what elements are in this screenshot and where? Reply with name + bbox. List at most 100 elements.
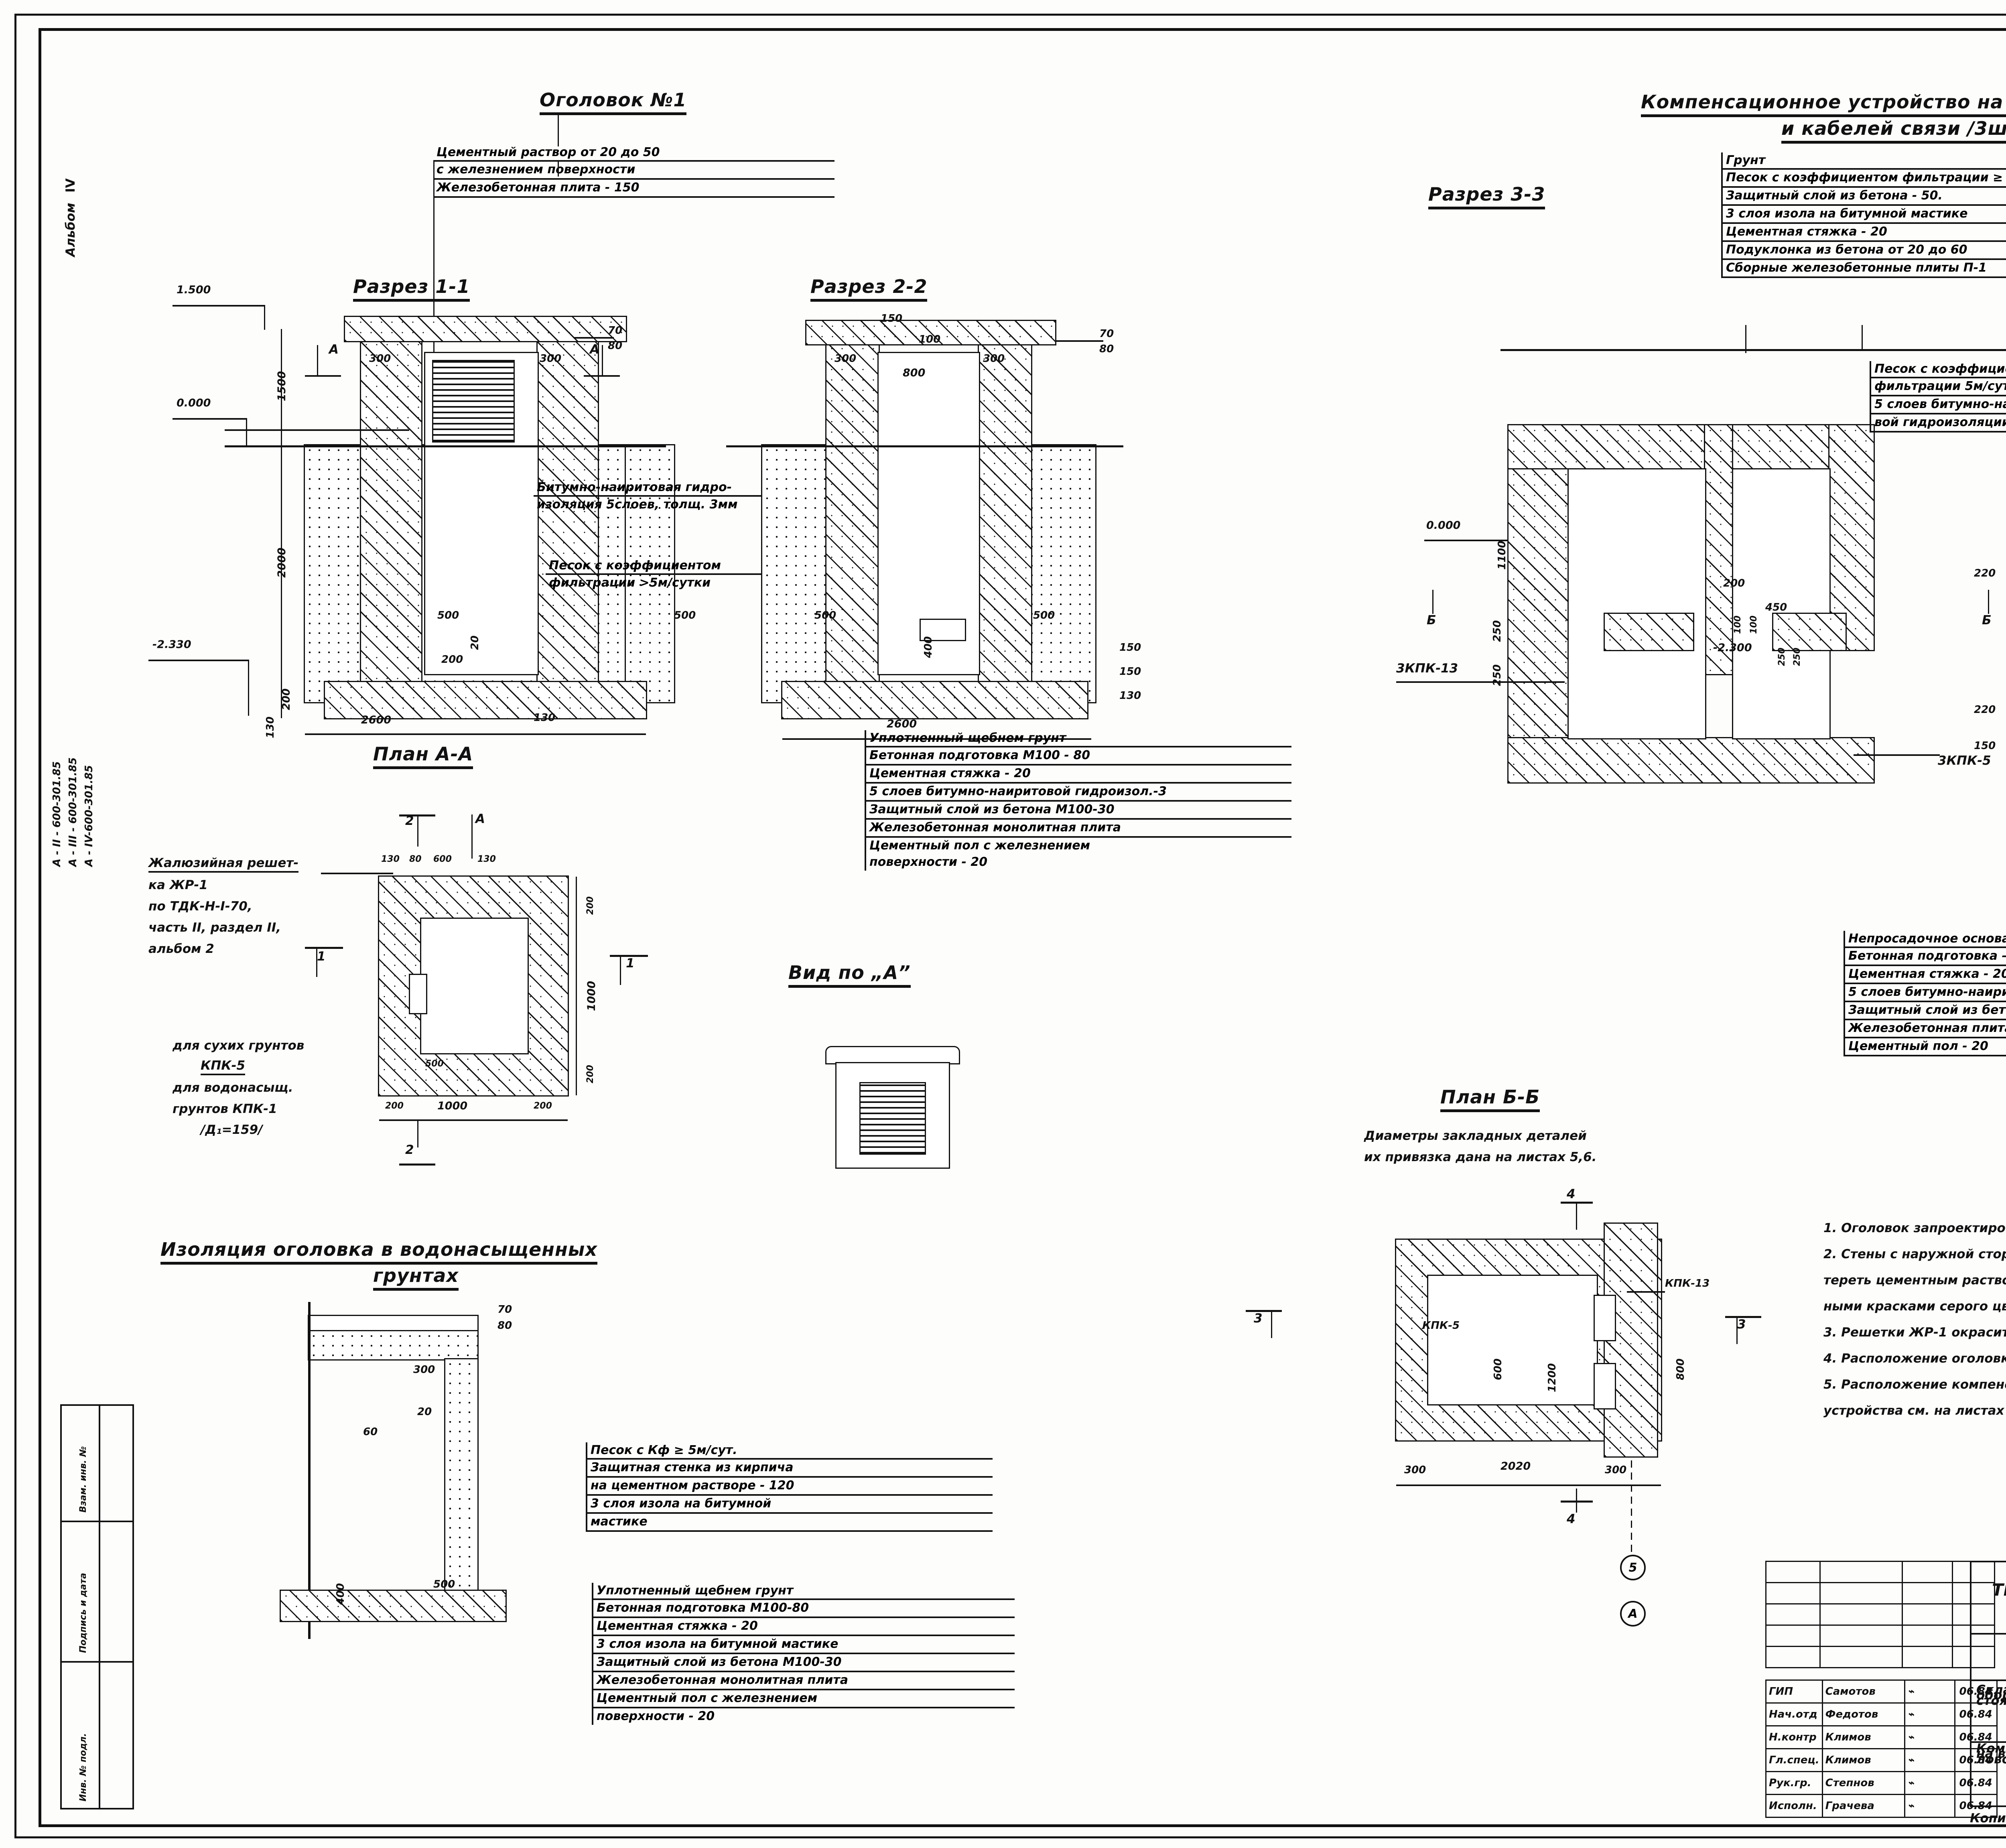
dim-80: 80 xyxy=(608,340,623,352)
razrez33-kpk13: 3КПК-13 xyxy=(1396,661,1458,676)
role-name: Климов xyxy=(1821,1748,1905,1772)
role-label: Исполн. xyxy=(1765,1794,1823,1818)
rev-cell xyxy=(1902,1646,1953,1668)
stamp-vzam: Взам. инв. № xyxy=(78,1446,88,1513)
spec-line: Цементная стяжка - 20 xyxy=(1726,225,1887,239)
dim-2600-line xyxy=(305,733,646,735)
grille-note-2: ка ЖР-1 xyxy=(148,878,208,892)
object-line: Компенсационное устройство xyxy=(1976,1741,2006,1756)
plan-aa-w1000: 1000 xyxy=(437,1100,468,1112)
plan-bb-bubble-5: 5 xyxy=(1620,1555,1646,1580)
razrez22-wall-right xyxy=(978,332,1032,691)
spec-leader-1 xyxy=(558,160,559,177)
razrez22-dim-80: 80 xyxy=(1099,343,1114,355)
spec-title: Грунт xyxy=(1726,153,1766,167)
callout-line: фильтрации >5м/сутки xyxy=(549,576,711,590)
razrez11-callout-waterproof: Битумно-наиритовая гидро- изоляция 5слое… xyxy=(534,479,855,513)
spec-line: Защитный слой из бетона М100-30 xyxy=(597,1655,842,1669)
spec-line: Железобетонная монолитная плита xyxy=(869,820,1121,835)
dim-500-left: 500 xyxy=(437,609,459,621)
spec-title: Уплотненный щебнем грунт xyxy=(869,731,1066,745)
heading-plan-aa: План А-А xyxy=(373,743,473,769)
code-band xyxy=(1970,1561,2006,1635)
rev-cell xyxy=(1819,1646,1903,1668)
razrez11-ground-line xyxy=(225,445,666,447)
comp-spec-table: Грунт Песок с коэффициентом фильтрации ≥… xyxy=(1721,152,2006,278)
plan-aa-hdim-line xyxy=(379,1119,568,1121)
plan-aa-sec-2-line xyxy=(417,814,418,847)
role-signature: ⌁ xyxy=(1904,1771,1955,1795)
razrez33-h250c: 250 xyxy=(1777,648,1787,666)
stamp-line-c xyxy=(60,1661,134,1663)
callout-line: Битумно-наиритовая гидро- xyxy=(537,480,732,494)
plan-aa-sec-1: 1 xyxy=(626,956,635,971)
role-date: 06.84 xyxy=(1954,1771,1998,1795)
plan-aa-h200: 200 xyxy=(585,896,595,915)
callout-line: Песок с коэффициентом xyxy=(549,558,721,573)
callout-line: 5 слоев битумно-наирито- xyxy=(1874,397,2006,411)
spec-line: Бетонная подготовка М100 - 80 xyxy=(869,748,1090,762)
izol-dim-400: 400 xyxy=(335,1583,347,1605)
plan-aa-sec-2b-bar xyxy=(399,1164,435,1166)
razrez33-lvl-m2300: -2.300 xyxy=(1713,642,1752,654)
razrez33-callout: Песок с коэффициентом фильтрации 5м/сутк… xyxy=(1870,361,2006,433)
role-signature: ⌁ xyxy=(1904,1679,1955,1704)
izol-dim-300: 300 xyxy=(413,1364,435,1376)
plan-bb-note-1: Диаметры закладных деталей xyxy=(1364,1129,1587,1143)
bubble-a-label: А xyxy=(1628,1606,1638,1621)
razrez33-chamber-right xyxy=(1732,468,1831,739)
spec-line: Цементный пол - 20 xyxy=(1848,1039,1988,1053)
role-date: 06.84 xyxy=(1954,1748,1998,1772)
spec-line: Защитный слой из бетона М100-30 xyxy=(869,802,1115,816)
plan-aa-600: 600 xyxy=(433,854,452,864)
floor-spec-table: Уплотненный щебнем грунт Бетонная подгот… xyxy=(865,730,1291,871)
base-spec-table: Непросадочное основание (грунто-цемент) … xyxy=(1844,931,2006,1056)
plan-bb-opening-2 xyxy=(1594,1363,1616,1409)
spec-line: Цементная стяжка - 20 xyxy=(869,766,1031,780)
spec-line: на цементном растворе - 120 xyxy=(591,1478,794,1493)
plan-aa-sec-2-bar xyxy=(399,814,435,816)
razrez11-wall-left xyxy=(360,328,422,691)
plan-aa-sec-1-line xyxy=(620,955,621,985)
spec-title: Песок с Кф ≥ 5м/сут. xyxy=(591,1443,737,1457)
dim-500-right: 500 xyxy=(674,609,696,621)
spec-leader-2 xyxy=(558,114,559,146)
note-2c: ными красками серого цвета. xyxy=(1823,1299,2006,1314)
razrez22-dim-150a: 150 xyxy=(1119,642,1141,654)
rev-cell xyxy=(1765,1603,1821,1626)
razrez33-bottom-slab xyxy=(1507,737,1875,784)
razrez11-callout-sand: Песок с коэффициентом фильтрации >5м/сут… xyxy=(546,558,851,591)
plan-bb-d2020: 2020 xyxy=(1500,1460,1531,1472)
razrez22-sand-right xyxy=(1026,444,1096,703)
callout-line: изоляция 5слоев, толщ. 3мм xyxy=(537,498,738,512)
spec-line: Цементная стяжка - 20 xyxy=(1848,967,2006,981)
role-name: Климов xyxy=(1821,1725,1905,1749)
plan-aa-80: 80 xyxy=(409,854,422,864)
razrez33-b-top: Б xyxy=(1427,613,1436,628)
spec-line: Железобетонная плита - 150 xyxy=(437,181,640,195)
razrez33-h220b: 220 xyxy=(1974,704,1996,716)
stamp-line-d xyxy=(60,1808,134,1809)
spec-line: Бетонная подготовка – 100 xyxy=(1848,949,2006,963)
heading-razrez-3-3: Разрез 3-3 xyxy=(1428,183,1545,209)
spec-line: Железобетонная монолитная плита xyxy=(597,1673,849,1687)
razrez22-ground-line xyxy=(726,445,1123,447)
plan-bb-chamber xyxy=(1427,1275,1598,1405)
razrez22-opening xyxy=(920,619,966,641)
object-line: ловок №1. Планы, Разрезы. xyxy=(1976,1752,2006,1767)
plan-aa-w500: 500 xyxy=(425,1059,444,1069)
izol-base xyxy=(280,1590,507,1622)
razrez22-dim-500r: 500 xyxy=(1033,609,1055,621)
heading-izolyaciya-2: грунтах xyxy=(373,1265,459,1291)
note-3: 3. Решетки ЖР-1 окрасить алкидностиральн… xyxy=(1823,1325,2006,1340)
razrez11-dim-chain xyxy=(281,329,282,718)
spec-line: Цементный пол с железнением xyxy=(869,839,1090,853)
razrez33-kpk5: 3КПК-5 xyxy=(1938,753,1991,768)
plan-bb-sec-4a-bar xyxy=(1561,1202,1593,1204)
izol-dim-70: 70 xyxy=(497,1304,512,1316)
heading-comp-1: Компенсационное устройство на вводе элек… xyxy=(1641,91,2006,117)
razrez22-dim-2600: 2600 xyxy=(887,718,917,730)
dim-1500: 1500 xyxy=(276,371,288,401)
left-code-1: А - II - 600-301.85 xyxy=(51,761,63,867)
razrez33-h200: 200 xyxy=(1723,577,1745,589)
